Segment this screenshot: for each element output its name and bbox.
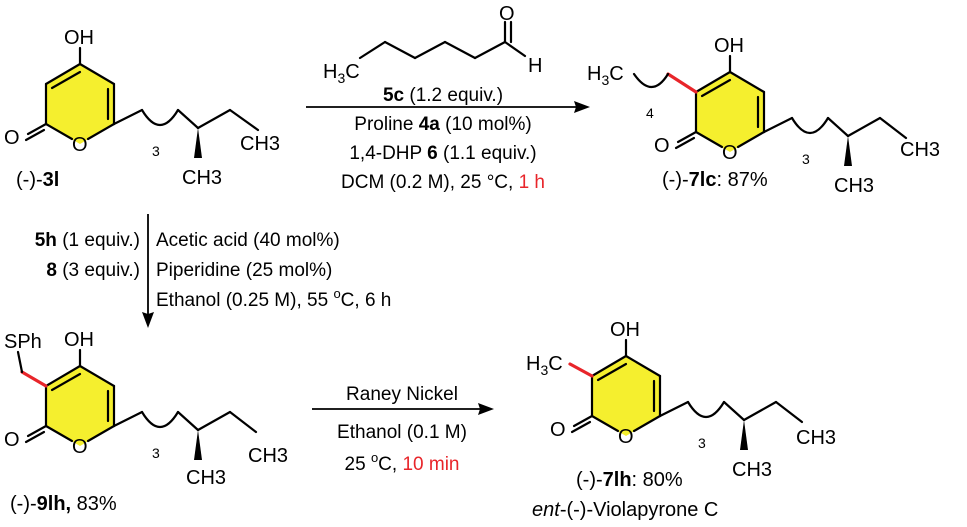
carbonyl-oxygen-label: O: [4, 127, 20, 149]
new-cc-bond: [568, 362, 594, 378]
pyrone-ring-fill: [46, 366, 114, 446]
pyrone-ring-bonds: [570, 338, 690, 434]
top-reaction: H3C O H 5c (1.2 equiv.) Proline 4a (10 m…: [306, 3, 590, 193]
condition-solvent: Ethanol (0.1 M): [337, 422, 467, 443]
stereo-wedge: [844, 136, 852, 166]
hydroxyl-label: OH: [610, 319, 640, 341]
new-cc-bond: [20, 370, 48, 388]
pyrone-ring-bonds: [24, 348, 144, 444]
condition-solvent: Ethanol (0.25 M), 55 oC, 6 h: [156, 286, 391, 311]
chain-count: 3: [152, 445, 160, 461]
chain-bracket: [790, 116, 830, 135]
side-chain: [722, 400, 804, 424]
methyl-label: CH3: [248, 445, 288, 467]
top-arrowhead: [574, 101, 590, 113]
chain-bracket: [686, 400, 726, 419]
down-arrowhead: [142, 312, 154, 328]
thiophenyl-label: SPh: [4, 331, 42, 353]
condition-line-3: 1,4-DHP 6 (1.1 equiv.): [349, 143, 536, 164]
compound-7lh: H3C OH O O 3 CH3 CH3 (-)-7lh: 80% ent-(-…: [526, 319, 836, 521]
ring-oxygen-label: O: [72, 436, 88, 458]
stereo-wedge: [740, 420, 748, 450]
pyrone-ring-fill: [46, 64, 114, 144]
side-chain: [176, 410, 258, 434]
compound-3l: OH O O 3 CH3 CH3 (-)-3l: [4, 27, 280, 191]
carbonyl-oxygen-label: O: [4, 429, 20, 451]
compound-label-7lh: (-)-7lh: 80%: [576, 469, 683, 491]
condition-temperature-time: 25 oC, 10 min: [345, 450, 460, 475]
stereo-wedge: [194, 128, 202, 158]
methyl-label: CH3: [796, 427, 836, 449]
compound-9lh: SPh OH O O 3 CH3 CH3 (-)-9lh, 83%: [4, 329, 288, 515]
chain-count: 3: [802, 151, 810, 167]
aldehyde-oxygen-label: O: [499, 3, 515, 25]
chain-bracket: [632, 72, 670, 89]
side-chain: [826, 116, 908, 140]
chain-count: 3: [152, 143, 160, 159]
methyl-label: CH3: [834, 175, 874, 197]
methyl-label: CH3: [186, 467, 226, 489]
compound-7lc: 4 H3C OH O O 3 CH3 CH3 (-)-7lc: 87%: [587, 35, 940, 197]
ring-oxygen-label: O: [72, 134, 88, 156]
compound-label-3l: (-)-3l: [16, 169, 59, 191]
compound-label-9lh: (-)-9lh, 83%: [10, 493, 117, 515]
hydroxyl-label: OH: [714, 35, 744, 57]
hydroxyl-label: OH: [64, 329, 94, 351]
reagent-raney-nickel: Raney Nickel: [346, 384, 458, 405]
methyl-label: H3C: [587, 63, 624, 88]
new-cc-bond: [666, 72, 698, 94]
reagent-line-1: 5h (1 equiv.): [35, 230, 140, 251]
methyl-label: CH3: [900, 139, 940, 161]
condition-line-2: Proline 4a (10 mol%): [354, 114, 531, 135]
hexanal-structure: [358, 20, 527, 60]
condition-line-1: 5c (1.2 equiv.): [383, 85, 503, 106]
methyl-label: H3C: [526, 353, 563, 378]
ring-oxygen-label: O: [618, 426, 634, 448]
bottom-arrowhead: [478, 403, 494, 415]
compound-label-7lc: (-)-7lc: 87%: [662, 169, 768, 191]
chain-bracket: [140, 410, 180, 429]
pyrone-ring-fill: [592, 356, 660, 436]
methyl-label: CH3: [182, 167, 222, 189]
pyrone-ring-fill: [696, 72, 764, 152]
reagent-line-2: 8 (3 equiv.): [46, 260, 140, 281]
hydroxyl-label: OH: [64, 27, 94, 49]
stereo-wedge: [194, 430, 202, 460]
side-chain: [176, 108, 260, 132]
carbonyl-oxygen-label: O: [550, 419, 566, 441]
condition-acid: Acetic acid (40 mol%): [156, 230, 340, 251]
thio-bond: [16, 350, 24, 374]
chain-count: 3: [698, 435, 706, 451]
chain-count: 4: [646, 105, 654, 121]
pyrone-ring-bonds: [24, 46, 144, 142]
aldehyde-hydrogen-label: H: [528, 55, 542, 77]
condition-line-4: DCM (0.2 M), 25 °C, 1 h: [341, 172, 545, 193]
bottom-reaction: Raney Nickel Ethanol (0.1 M) 25 oC, 10 m…: [312, 384, 494, 475]
methyl-label: CH3: [732, 459, 772, 481]
compound-name-violapyrone: ent-(-)-Violapyrone C: [532, 499, 718, 521]
pyrone-ring-bonds: [674, 54, 794, 150]
left-reaction: 5h (1 equiv.) 8 (3 equiv.) Acetic acid (…: [35, 214, 391, 328]
methyl-label: CH3: [240, 133, 280, 155]
ring-oxygen-label: O: [722, 142, 738, 164]
aldehyde-methyl-label: H3C: [323, 61, 360, 86]
condition-base: Piperidine (25 mol%): [156, 260, 332, 281]
carbonyl-oxygen-label: O: [654, 135, 670, 157]
chain-bracket: [140, 108, 180, 127]
